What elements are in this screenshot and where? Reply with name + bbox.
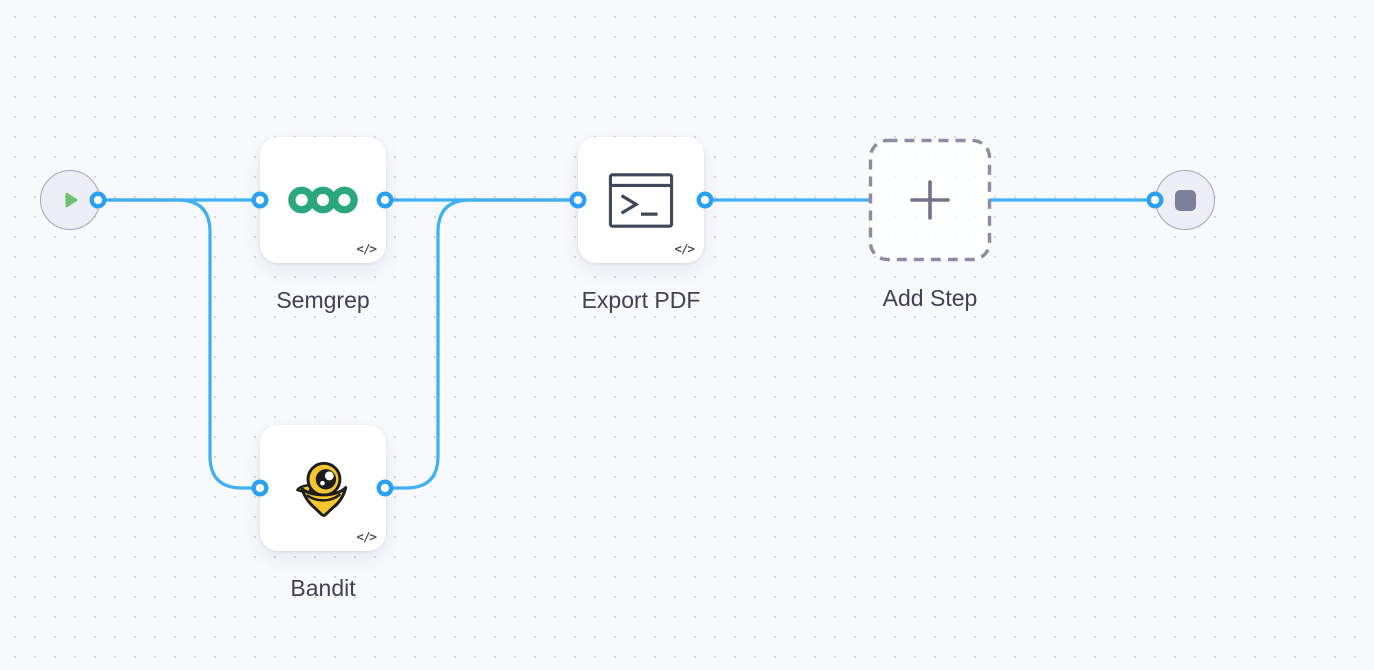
node-bandit[interactable]: </> [260, 425, 386, 551]
port-semgrep-in[interactable] [251, 191, 269, 209]
add-step-dashed-box [868, 138, 992, 262]
code-step-badge: </> [674, 241, 695, 256]
port-export-in[interactable] [569, 191, 587, 209]
node-label-bandit: Bandit [290, 575, 356, 601]
play-icon [65, 192, 78, 208]
port-end-in[interactable] [1146, 191, 1164, 209]
end-node[interactable] [1155, 170, 1215, 230]
stop-icon [1174, 189, 1196, 211]
code-step-badge: </> [356, 241, 377, 256]
node-export-pdf[interactable]: </> [578, 137, 704, 263]
port-export-out[interactable] [696, 191, 714, 209]
plus-icon [910, 180, 950, 220]
semgrep-rings-logo [288, 186, 358, 214]
node-semgrep[interactable]: </> [260, 137, 386, 263]
edge-start-bandit [96, 198, 262, 490]
node-label-semgrep: Semgrep [276, 287, 370, 313]
port-bandit-in[interactable] [251, 479, 269, 497]
port-bandit-out[interactable] [376, 479, 394, 497]
node-label-add-step: Add Step [882, 285, 978, 311]
port-start-out[interactable] [89, 191, 107, 209]
node-add-step[interactable] [868, 138, 992, 262]
code-step-badge: </> [356, 529, 377, 544]
terminal-window-icon [608, 172, 674, 228]
port-semgrep-out[interactable] [376, 191, 394, 209]
node-label-export-pdf: Export PDF [581, 287, 701, 313]
bandit-bird-logo [296, 461, 348, 517]
edge-bandit-export [383, 198, 580, 490]
